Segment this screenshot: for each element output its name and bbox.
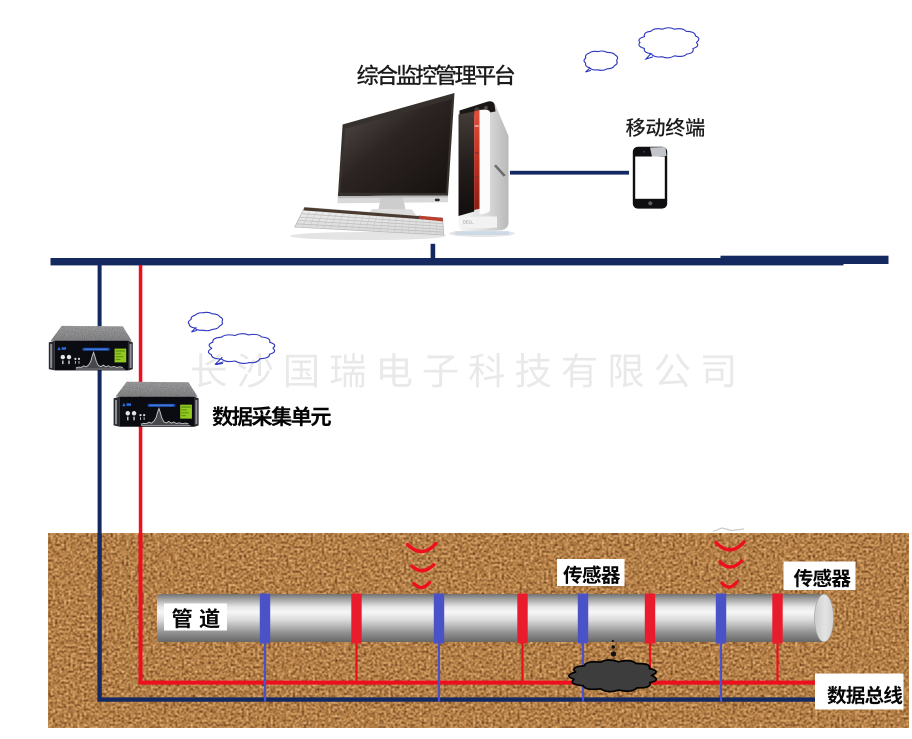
svg-text:DELL: DELL <box>463 220 474 225</box>
